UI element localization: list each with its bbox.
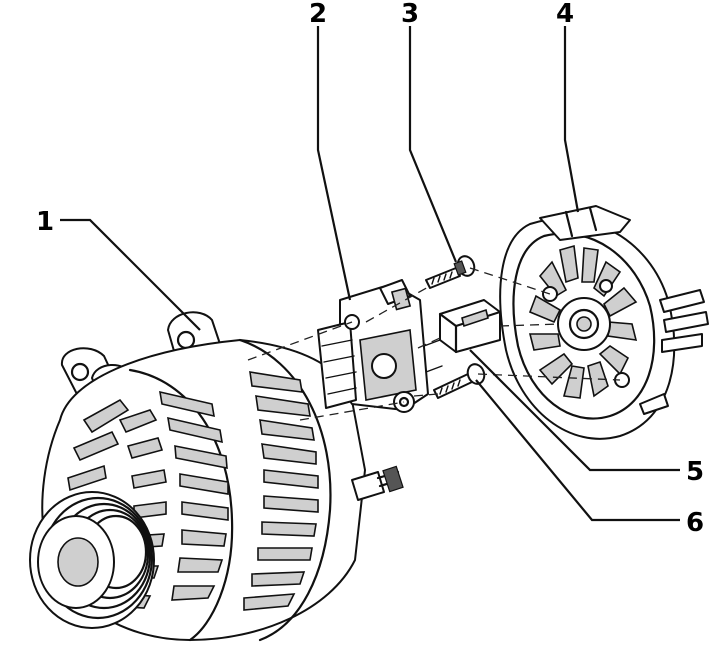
- part-4-rear-cover: [499, 205, 709, 440]
- part-2-regulator: [317, 279, 443, 413]
- callout-6: 6: [686, 508, 704, 538]
- callout-4: 4: [556, 0, 574, 29]
- assembly-guide-lines: [247, 267, 621, 421]
- part-6-screw: [433, 363, 486, 399]
- callout-3: 3: [401, 0, 419, 29]
- part-3-screw: [425, 255, 476, 289]
- callout-labels: 1 2 3 4 5 6: [36, 0, 704, 538]
- callout-1: 1: [36, 207, 54, 237]
- callout-leaders: [60, 26, 680, 522]
- part-5-protective-cap: [438, 299, 502, 354]
- part-1-alternator: [29, 311, 404, 642]
- callout-5: 5: [686, 457, 704, 487]
- callout-2: 2: [309, 0, 327, 29]
